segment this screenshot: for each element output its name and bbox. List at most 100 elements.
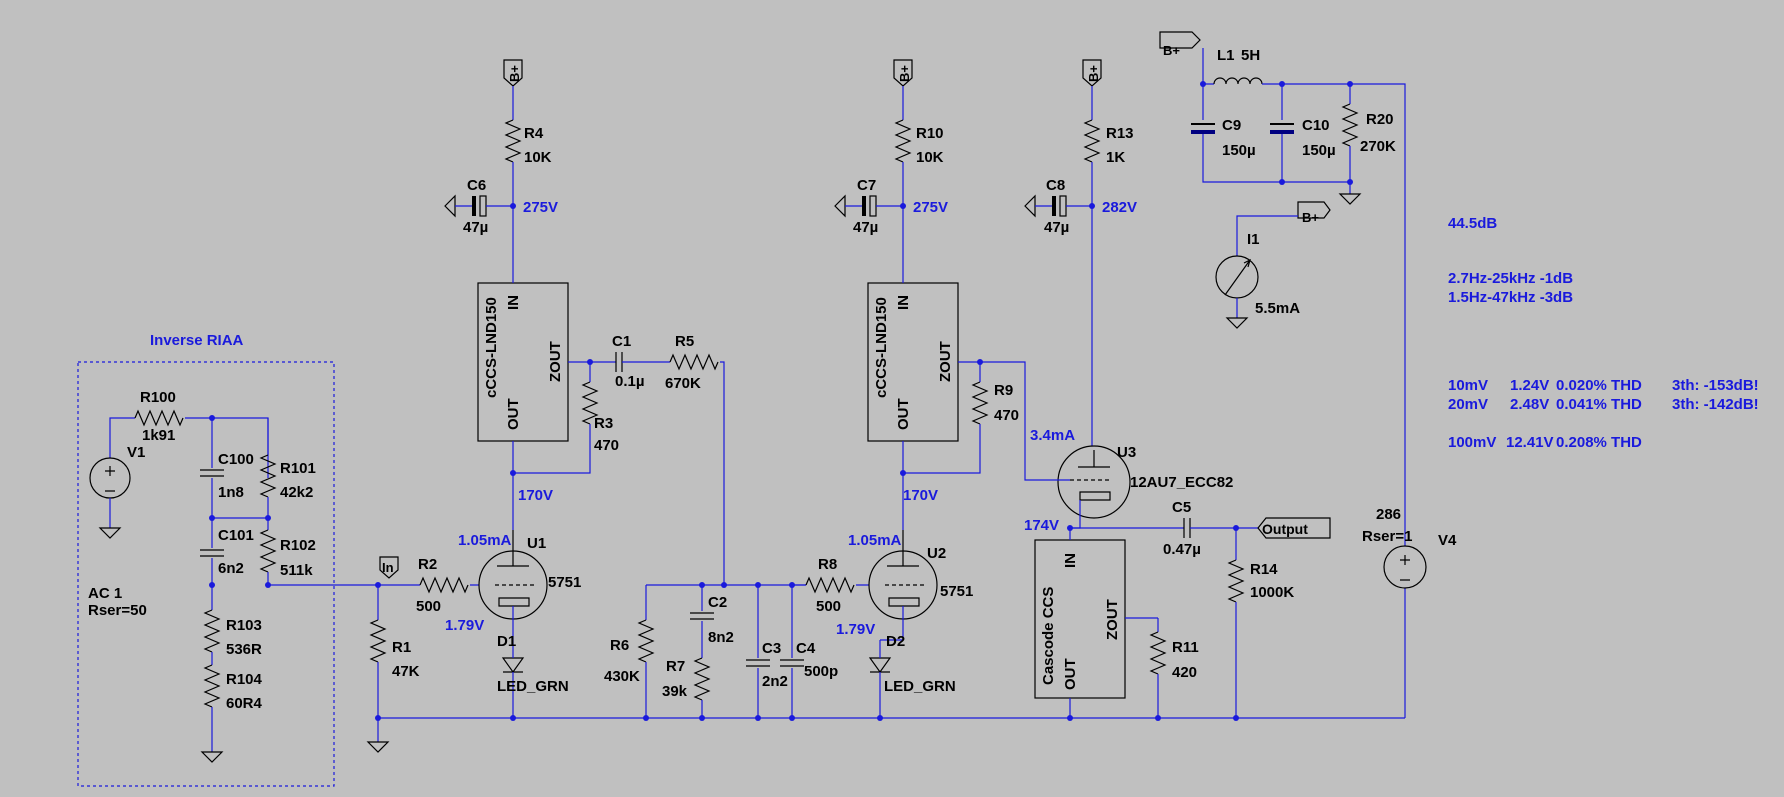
resistor-r9[interactable]: [902, 361, 1026, 530]
thd-row-1-out: 1.24V: [1510, 377, 1549, 394]
i1-value: 5.5mA: [1255, 300, 1300, 317]
resistor-r3[interactable]: [512, 362, 599, 530]
r8-name: R8: [818, 556, 837, 573]
source-v1[interactable]: [89, 409, 269, 539]
c100-name: C100: [218, 451, 254, 468]
u3-current: 3.4mA: [1030, 427, 1075, 444]
source-v4[interactable]: [1383, 545, 1427, 589]
thd-row-1-thd: 0.020% THD: [1556, 377, 1642, 394]
c8-name: C8: [1046, 177, 1065, 194]
v1-value2: Rser=50: [88, 602, 147, 619]
r2-name: R2: [418, 556, 437, 573]
inverse-riaa-box: [77, 361, 335, 787]
r13-name: R13: [1106, 125, 1134, 142]
output-c5-r14[interactable]: [1070, 518, 1258, 718]
capacitor-c7[interactable]: [834, 194, 903, 218]
inverse-riaa-label: Inverse RIAA: [150, 332, 244, 349]
coupling-c1-r5[interactable]: [590, 352, 725, 585]
u2-plate-voltage: 170V: [903, 487, 938, 504]
r4-name: R4: [524, 125, 544, 142]
riaa-network[interactable]: [200, 418, 277, 763]
r14-value: 1000K: [1250, 584, 1294, 601]
c3-value: 2n2: [762, 673, 788, 690]
resistor-r11[interactable]: [1149, 618, 1167, 718]
i1-name: I1: [1247, 231, 1260, 248]
thd-row-3-in: 100mV: [1448, 434, 1496, 451]
c7-value: 47µ: [853, 219, 878, 236]
r7-value: 39k: [662, 683, 688, 700]
output-flag-label: Output: [1262, 521, 1308, 537]
in-flag: In: [379, 556, 399, 579]
triode-u3[interactable]: [1024, 445, 1131, 529]
u1-plate-voltage: 170V: [518, 487, 553, 504]
c5-name: C5: [1172, 499, 1191, 516]
ccs2-zout: ZOUT: [937, 341, 954, 382]
thd-row-2-thd: 0.041% THD: [1556, 396, 1642, 413]
ccs2-in: IN: [895, 295, 912, 310]
c9-name: C9: [1222, 117, 1241, 134]
r100-value: 1k91: [142, 427, 175, 444]
d1-name: D1: [497, 633, 516, 650]
v4-value1: 286: [1376, 506, 1401, 523]
thd-row-2-h3: 3th: -142dB!: [1672, 396, 1759, 413]
d2-name: D2: [886, 633, 905, 650]
v1-name: V1: [127, 444, 145, 461]
c4-name: C4: [796, 640, 816, 657]
ccs-block-1[interactable]: [477, 202, 590, 473]
ccs2-title: cCCS-LND150: [873, 297, 890, 398]
gain-readout: 44.5dB: [1448, 215, 1497, 232]
ccs-block-2[interactable]: [867, 202, 980, 473]
resistor-r4[interactable]: [503, 59, 523, 202]
c10-value: 150µ: [1302, 142, 1336, 159]
ccs-block-3[interactable]: [1034, 528, 1158, 718]
u3-cathode-voltage: 174V: [1024, 517, 1059, 534]
r6-value: 430K: [604, 668, 640, 685]
r4-value: 10K: [524, 149, 552, 166]
resistor-r13[interactable]: [1082, 59, 1102, 450]
ccs3-in: IN: [1062, 553, 1079, 568]
l1-value: 5H: [1241, 47, 1260, 64]
c2-name: C2: [708, 594, 727, 611]
riaa-passive-network[interactable]: [637, 584, 806, 718]
r6-name: R6: [610, 637, 629, 654]
bandwidth-3db: 1.5Hz-47kHz -3dB: [1448, 289, 1573, 306]
c6-name: C6: [467, 177, 486, 194]
u1-value: 5751: [548, 574, 581, 591]
bplus-flag-4: B+: [1163, 43, 1180, 58]
r3-value: 470: [594, 437, 619, 454]
u1-current: 1.05mA: [458, 532, 512, 549]
capacitor-c8[interactable]: [1024, 194, 1092, 218]
r14-name: R14: [1250, 561, 1278, 578]
thd-row-2-in: 20mV: [1448, 396, 1488, 413]
c1-name: C1: [612, 333, 631, 350]
thd-row-3-thd: 0.208% THD: [1556, 434, 1642, 451]
u3-value: 12AU7_ECC82: [1130, 474, 1233, 491]
r102-name: R102: [280, 537, 316, 554]
bplus-flag-1: B+: [507, 65, 522, 82]
led-d2[interactable]: [868, 639, 903, 718]
c3-name: C3: [762, 640, 781, 657]
r1-value: 47K: [392, 663, 420, 680]
stage1-input[interactable]: [268, 576, 495, 753]
ccs1-title: cCCS-LND150: [483, 297, 500, 398]
triode-u1[interactable]: [478, 530, 548, 640]
capacitor-c6[interactable]: [444, 194, 513, 218]
resistor-r10[interactable]: [893, 59, 913, 202]
output-flag[interactable]: Output: [1257, 517, 1331, 539]
ccs3-zout: ZOUT: [1104, 599, 1121, 640]
triode-u2[interactable]: [868, 530, 938, 640]
ccs1-in-voltage: 275V: [523, 199, 558, 216]
c8-value: 47µ: [1044, 219, 1069, 236]
power-supply[interactable]: [1159, 31, 1406, 718]
r8-value: 500: [816, 598, 841, 615]
c6-value: 47µ: [463, 219, 488, 236]
r11-value: 420: [1172, 664, 1197, 681]
r9-value: 470: [994, 407, 1019, 424]
c1-value: 0.1µ: [615, 373, 645, 390]
led-d1[interactable]: [501, 640, 525, 718]
r10-value: 10K: [916, 149, 944, 166]
u3-name: U3: [1117, 444, 1136, 461]
r3-name: R3: [594, 415, 613, 432]
r103-name: R103: [226, 617, 262, 634]
current-source-i1[interactable]: [1215, 201, 1331, 329]
